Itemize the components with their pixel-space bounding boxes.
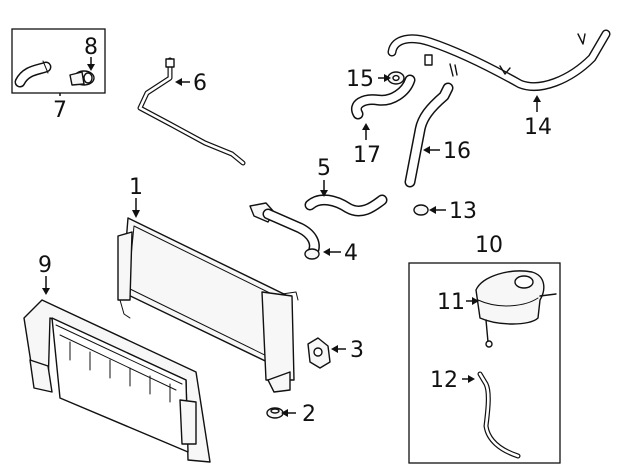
- part-5-hose: [304, 194, 388, 217]
- kit-box-7: [11, 28, 106, 94]
- part-14-pipe: [387, 29, 611, 91]
- callout-4: 4: [344, 241, 358, 266]
- callout-8: 8: [84, 35, 98, 60]
- part-6-tube: [137, 57, 246, 166]
- callout-1: 1: [129, 175, 143, 200]
- callout-13: 13: [449, 199, 477, 224]
- part-11-reservoir: [475, 270, 557, 348]
- part-3-bracket: [307, 337, 331, 369]
- callout-10: 10: [475, 233, 503, 258]
- part-8-clamp: [69, 70, 95, 86]
- part-16-hose: [404, 82, 454, 188]
- part-9-shroud: [23, 299, 211, 463]
- callout-14: 14: [524, 115, 552, 140]
- callout-15: 15: [346, 67, 374, 92]
- callout-6: 6: [193, 71, 207, 96]
- callout-9: 9: [38, 253, 52, 278]
- callout-16: 16: [443, 139, 471, 164]
- part-10-reservoir-kit: [408, 262, 561, 464]
- part-17-hose: [351, 74, 416, 120]
- callout-7: 7: [53, 98, 67, 123]
- part-2-cap: [266, 407, 284, 419]
- callout-17: 17: [353, 143, 381, 168]
- part-13-cap: [413, 204, 429, 216]
- kit-box-10: [408, 262, 561, 464]
- callout-12: 12: [430, 368, 458, 393]
- callout-labels: 1 2 3 4 5 6 7 8 9 10 11 12 13 14 15 16 1…: [38, 35, 552, 427]
- callout-2: 2: [302, 402, 316, 427]
- part-7-hose-kit: [11, 28, 106, 94]
- callout-3: 3: [350, 338, 364, 363]
- callout-11: 11: [437, 290, 465, 315]
- part-12-hose: [477, 371, 521, 459]
- callout-5: 5: [317, 156, 331, 181]
- part-1-radiator: [117, 217, 299, 393]
- leader-lines: [42, 57, 541, 417]
- part-4-pipe: [249, 202, 320, 260]
